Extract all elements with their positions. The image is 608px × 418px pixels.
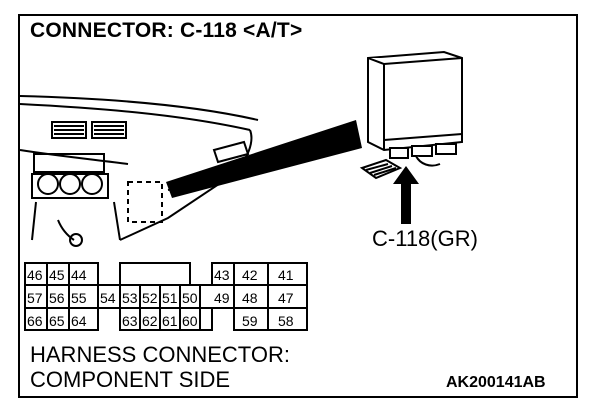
pin-44: 44 bbox=[71, 267, 87, 283]
pin-47: 47 bbox=[278, 290, 294, 306]
harness-connector-label: HARNESS CONNECTOR: bbox=[30, 342, 290, 367]
pin-42: 42 bbox=[242, 267, 258, 283]
pin-49: 49 bbox=[214, 290, 230, 306]
pin-48: 48 bbox=[242, 290, 258, 306]
pin-46: 46 bbox=[27, 267, 43, 283]
pin-59: 59 bbox=[242, 313, 258, 329]
pin-54: 54 bbox=[100, 290, 116, 306]
pin-62: 62 bbox=[142, 313, 158, 329]
connector-label: C-118(GR) bbox=[372, 226, 478, 251]
pin-56: 56 bbox=[49, 290, 65, 306]
pin-41: 41 bbox=[278, 267, 294, 283]
pin-64: 64 bbox=[71, 313, 87, 329]
pin-58: 58 bbox=[278, 313, 294, 329]
pin-43: 43 bbox=[214, 267, 230, 283]
pin-51: 51 bbox=[162, 290, 178, 306]
diagram-frame bbox=[18, 14, 578, 398]
up-arrow-icon bbox=[393, 166, 419, 224]
pin-45: 45 bbox=[49, 267, 65, 283]
pin-55: 55 bbox=[71, 290, 87, 306]
pin-65: 65 bbox=[49, 313, 65, 329]
pin-52: 52 bbox=[142, 290, 158, 306]
pin-50: 50 bbox=[182, 290, 198, 306]
pin-66: 66 bbox=[27, 313, 43, 329]
pinout-diagram: 46 45 44 43 42 41 57 56 55 54 53 52 51 5… bbox=[24, 262, 308, 331]
component-side-label: COMPONENT SIDE bbox=[30, 367, 231, 392]
pin-61: 61 bbox=[162, 313, 178, 329]
reference-code: AK200141AB bbox=[446, 374, 546, 391]
diagram-title: CONNECTOR: C-118 <A/T> bbox=[30, 19, 303, 42]
pin-53: 53 bbox=[122, 290, 138, 306]
pin-63: 63 bbox=[122, 313, 138, 329]
pin-60: 60 bbox=[182, 313, 198, 329]
pin-57: 57 bbox=[27, 290, 43, 306]
control-module-illustration bbox=[359, 50, 463, 180]
